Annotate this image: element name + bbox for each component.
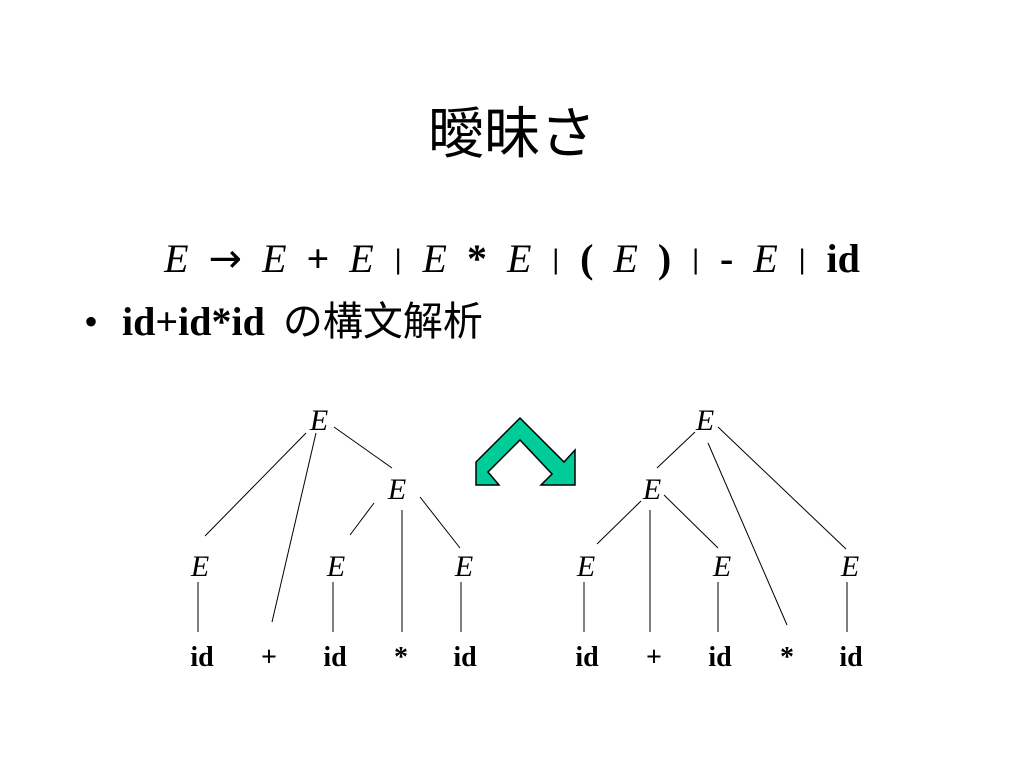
tree-edge: [596, 500, 642, 545]
tree-edge: [204, 432, 307, 537]
grammar-symbol: E: [613, 236, 638, 281]
tree-edge: [663, 494, 719, 549]
grammar-symbol: |: [393, 245, 403, 275]
grammar-symbol: |: [691, 245, 700, 275]
tree-node-label: E: [454, 550, 473, 583]
swap-arrow-icon: [475, 416, 576, 486]
tree-leaf-token: id: [839, 642, 863, 673]
tree-node-label: E: [326, 550, 345, 583]
tree-node-label: E: [840, 550, 859, 583]
tree-leaf-token: id: [190, 642, 214, 673]
tree-edge: [349, 502, 375, 536]
tree-edge: [271, 432, 317, 623]
tree-node-label: E: [576, 550, 595, 583]
grammar-symbol: E: [506, 236, 532, 281]
grammar-symbol: +: [306, 236, 330, 281]
grammar-symbol: E: [349, 236, 374, 281]
slide-title: 曖昧さ: [428, 102, 596, 167]
tree-edge: [707, 442, 788, 626]
grammar-symbol: (: [580, 236, 594, 281]
grammar-symbol: -: [720, 236, 734, 281]
grammar-symbol: →: [208, 236, 243, 282]
grammar-symbol: E: [422, 236, 447, 281]
tree-leaf-token: id: [708, 642, 732, 673]
grammar-rule: E → E + E | E * E | ( E ) | - E | id: [0, 234, 1024, 285]
tree-node-label: E: [642, 473, 661, 506]
tree-edge: [656, 431, 696, 469]
tree-leaf-token: id: [323, 642, 347, 673]
grammar-symbol: *: [466, 236, 487, 281]
grammar-symbol: E: [164, 236, 189, 281]
tree-leaf-token: id: [453, 642, 477, 673]
tree-node-label: E: [712, 550, 731, 583]
grammar-symbol: ): [657, 236, 672, 281]
bullet-marker: •: [84, 299, 99, 344]
tree-edge: [419, 496, 461, 549]
tree-edge: [333, 426, 393, 469]
grammar-symbol: E: [262, 236, 287, 281]
tree-leaf-token: *: [394, 642, 408, 673]
grammar-symbol: |: [551, 245, 561, 275]
tree-node-label: E: [309, 404, 328, 437]
grammar-symbol: E: [753, 236, 778, 281]
tree-leaf-token: id: [575, 642, 599, 673]
tree-leaf-token: *: [780, 642, 794, 673]
grammar-symbol: |: [797, 245, 807, 275]
bullet-text: の構文解析: [282, 299, 483, 345]
bullet-item: • id+id*id の構文解析: [84, 296, 483, 348]
tree-leaf-token: +: [646, 642, 662, 673]
tree-node-label: E: [387, 473, 406, 506]
tree-node-label: E: [190, 550, 209, 583]
tree-edge: [717, 426, 847, 550]
tree-leaf-token: +: [261, 642, 277, 673]
grammar-symbol: id: [826, 236, 860, 281]
tree-node-label: E: [695, 404, 714, 437]
bullet-expression: id+id*id: [122, 299, 265, 344]
